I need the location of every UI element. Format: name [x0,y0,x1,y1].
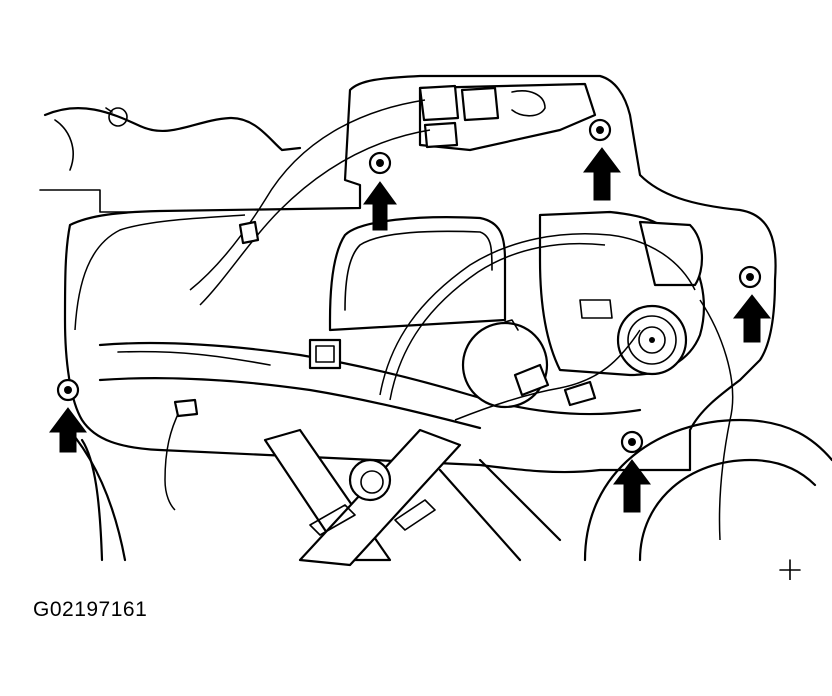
wire-harness-cross-2 [389,242,606,401]
wire-harness-main-2 [199,129,431,306]
door-outer-left [80,438,104,562]
upper-connector-1 [418,84,460,122]
rail-highlight [117,350,271,366]
wire-clip-5-inner [315,345,335,363]
motor-gear-center [649,337,655,343]
motor-body-cap [638,220,704,287]
regulator-rail-lower [98,376,482,430]
lower-right-arc-outer [583,418,832,562]
wire-harness-main-3 [74,214,246,331]
motor-gear-inner [627,315,677,365]
arrow-icon [363,181,397,231]
bolt-left-core [64,386,72,394]
door-regulator-line-drawing [39,74,832,580]
upper-connector-3 [423,121,459,149]
bolt-right-core [746,273,754,281]
regulator-rail-upper [98,341,642,416]
wire-clip-2 [513,363,550,397]
wire-clip-3 [563,380,597,407]
bolt-upper-right-core [596,126,604,134]
bolt-lower-right-core [628,438,636,446]
lower-right-arc-inner [638,458,817,562]
door-shell-inner-edge [39,189,141,213]
small-round-mark-tick [105,107,113,113]
wire-lower-left [164,409,181,511]
upper-left-curve [54,119,74,171]
wire-clip-4 [173,398,199,418]
arrow-icon [583,147,621,201]
scissor-arm-slot-1 [309,504,356,536]
upper-connector-2 [460,86,500,122]
small-round-mark [108,107,128,127]
wire-to-motor [454,329,641,421]
bolt-upper-center-core [376,159,384,167]
door-shell-outline [43,107,302,152]
lower-arm-right [438,458,562,562]
arrow-icon [49,407,87,453]
lower-right-cross [779,559,801,580]
wire-clip-1 [238,220,260,245]
scissor-arm-slot-2 [394,499,436,531]
wire-harness-main-1 [189,99,426,291]
cable-drum [461,321,549,409]
upper-bracket-latch [511,90,546,117]
pivot-boss [348,458,392,502]
wire-clip-5 [308,338,342,370]
motor-connector [579,299,613,319]
cable-drum-tab [504,319,519,331]
wire-harness-cross [379,233,696,396]
wire-right-drop [699,299,734,541]
arrow-icon [613,459,651,513]
upper-bracket [418,82,597,152]
window-frame-inner [344,230,493,311]
motor-gear-hub [638,326,666,354]
pivot-boss-inner [360,470,384,494]
figure-id-label: G02197161 [33,598,148,621]
arrow-icon [732,294,772,343]
window-frame-opening [328,216,507,332]
